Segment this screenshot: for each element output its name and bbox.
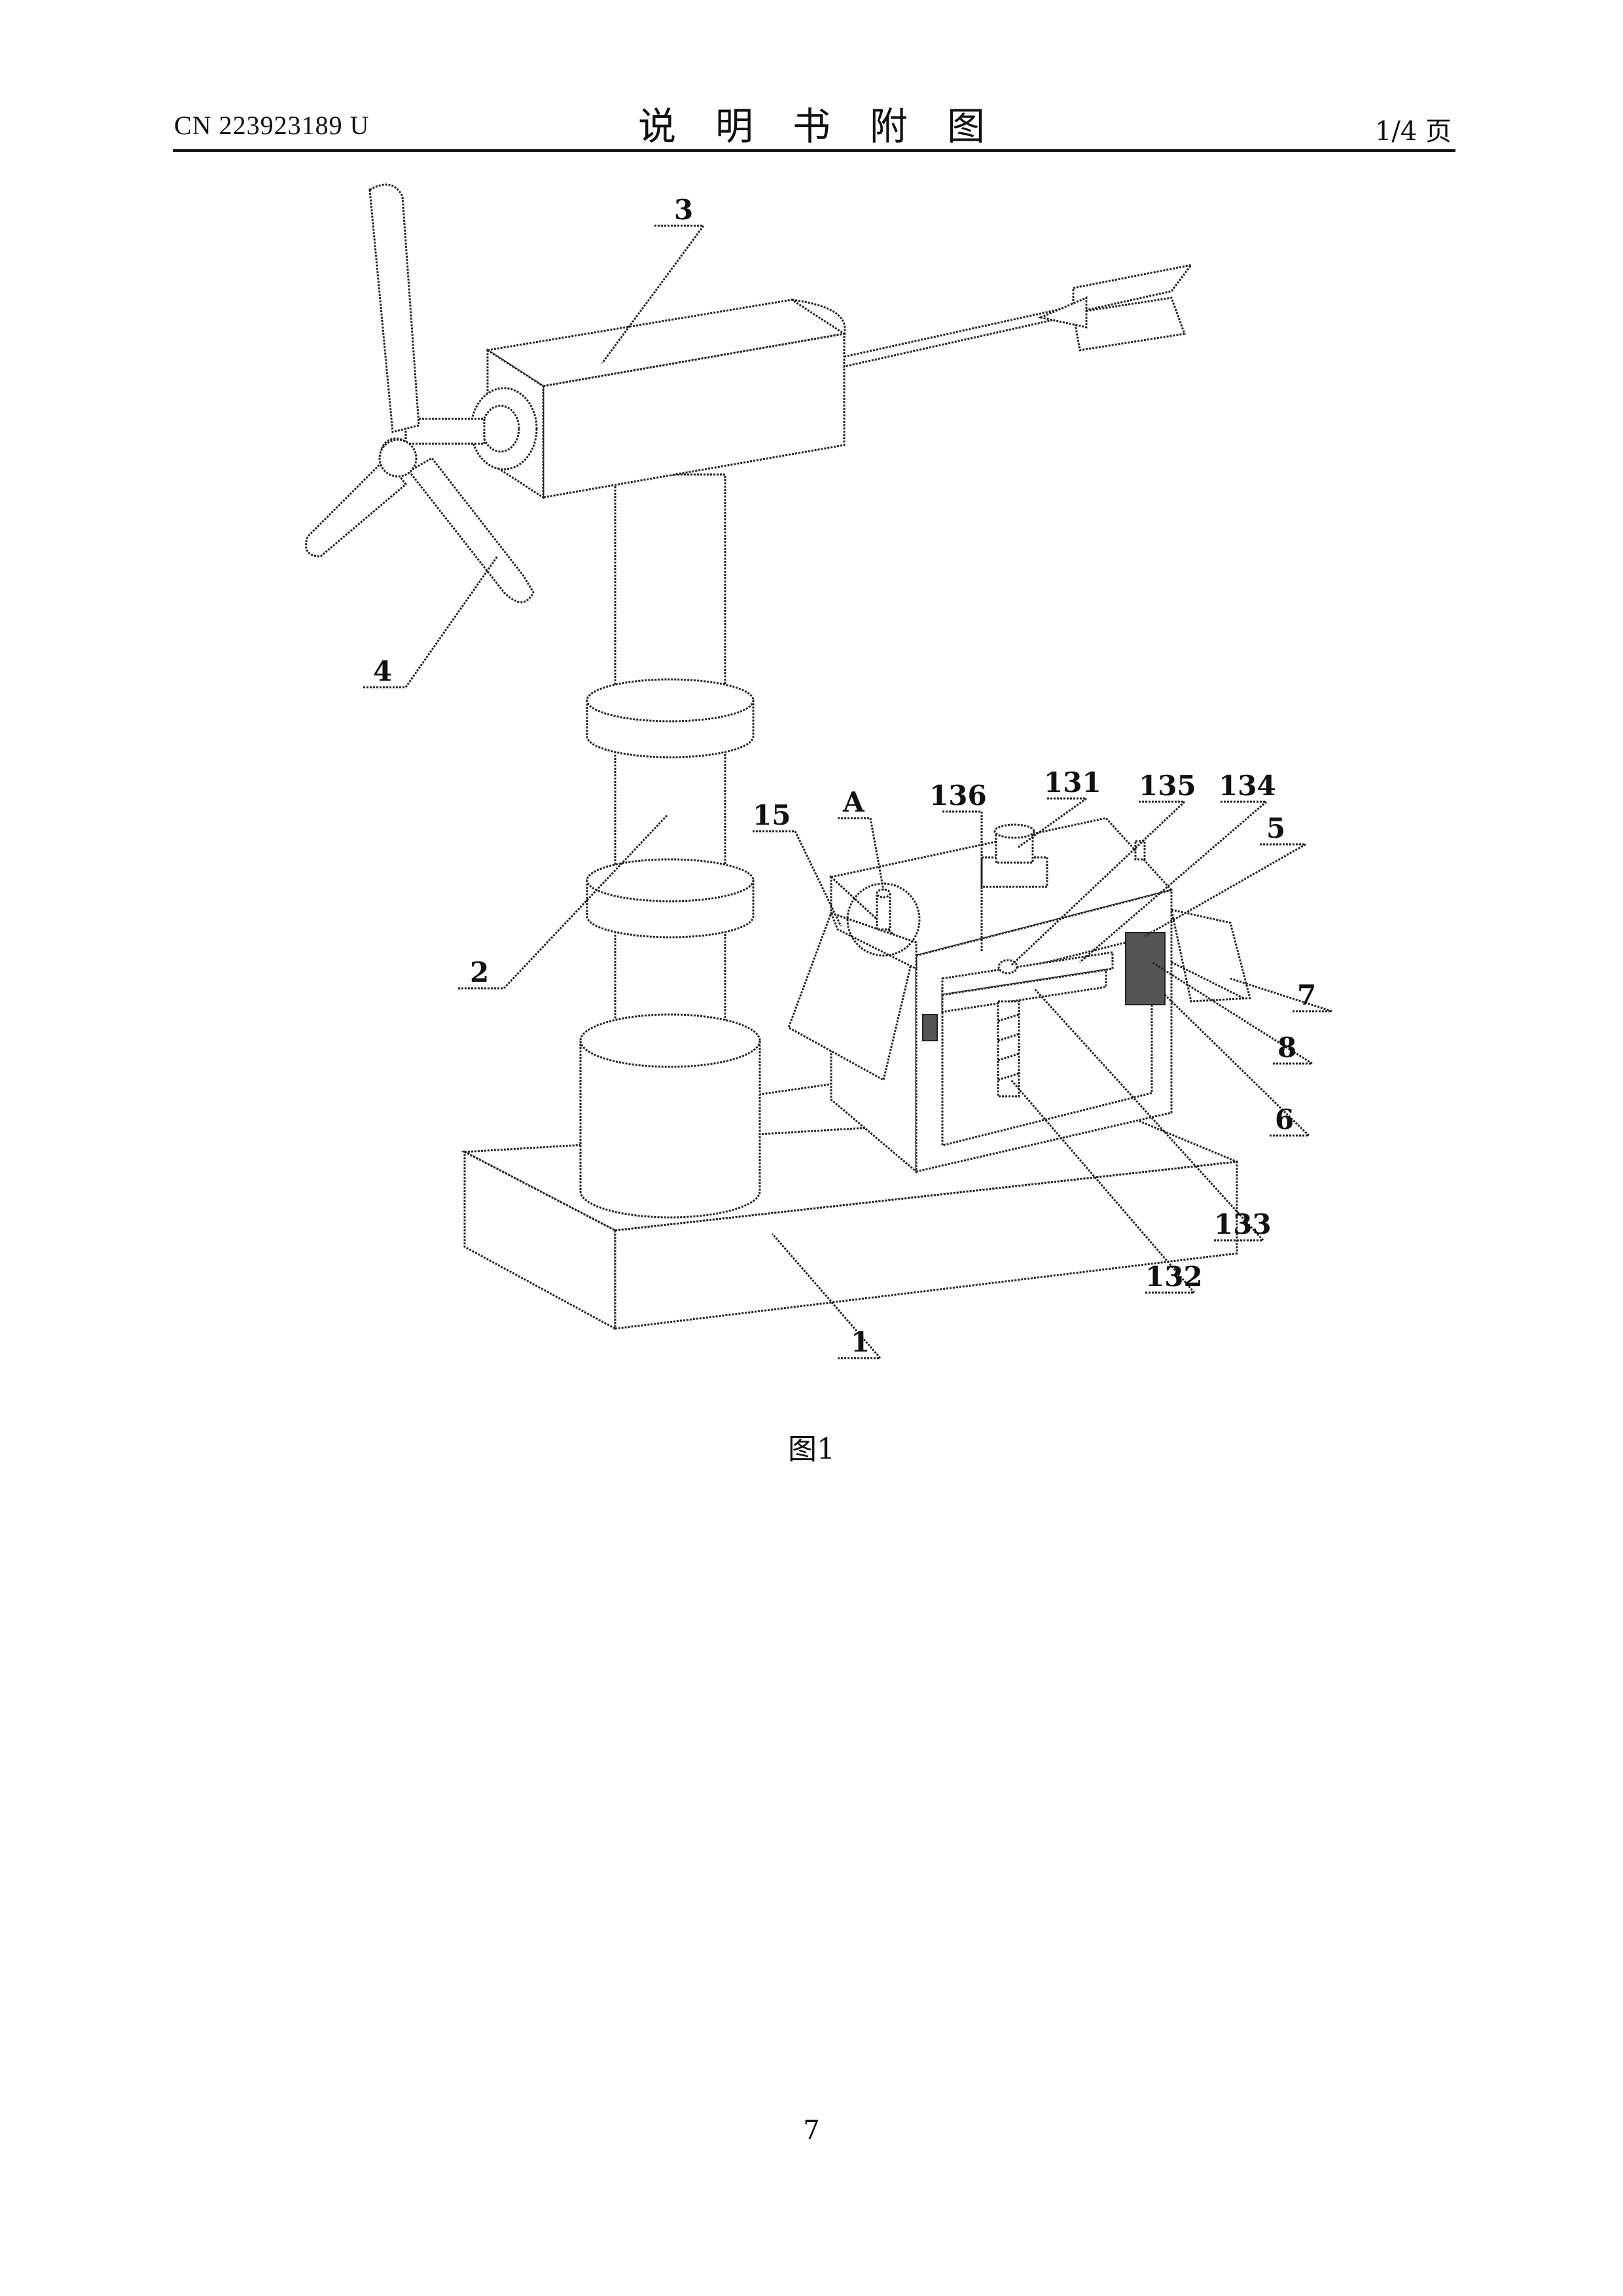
- ref-label-132: 132: [1145, 1261, 1203, 1293]
- ref-label-3: 3: [674, 194, 693, 226]
- ref-label-136: 136: [929, 780, 987, 812]
- ref-label-131: 131: [1044, 766, 1101, 798]
- page-number: 7: [0, 2115, 1623, 2145]
- ref-label-6: 6: [1275, 1103, 1294, 1136]
- ref-label-134: 134: [1219, 770, 1276, 802]
- ref-label-8: 8: [1277, 1031, 1296, 1064]
- support-column: [580, 475, 760, 1217]
- ref-label-15: 15: [753, 799, 791, 831]
- ref-label-A: A: [842, 786, 865, 818]
- figure-caption: 图1: [0, 1426, 1623, 1467]
- box-assembly: [789, 818, 1250, 1172]
- ref-label-5: 5: [1266, 812, 1285, 844]
- ref-label-7: 7: [1297, 979, 1316, 1011]
- nacelle-housing: [488, 300, 845, 497]
- tail-vane: [844, 265, 1191, 367]
- ref-label-4: 4: [373, 655, 392, 687]
- ref-label-2: 2: [470, 956, 489, 988]
- patent-figure-1: 3 4 2 1 15 A 136 131 135 134 5 7 8 6 133…: [0, 0, 1623, 1427]
- ref-label-1: 1: [851, 1326, 870, 1358]
- ref-label-135: 135: [1139, 770, 1196, 802]
- ref-label-133: 133: [1214, 1208, 1272, 1240]
